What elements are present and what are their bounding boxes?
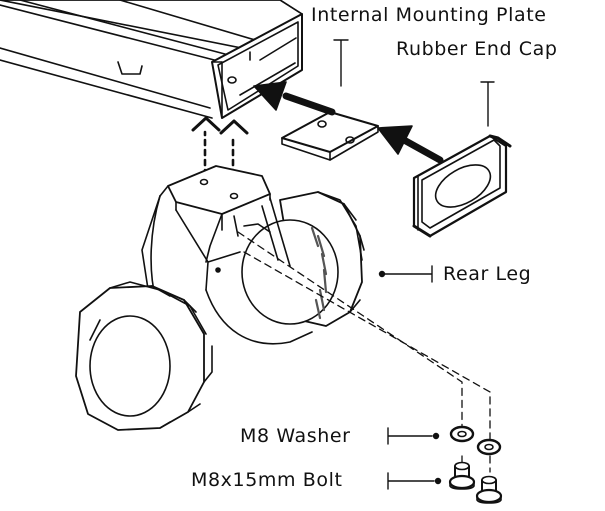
internal-mounting-plate: [281, 111, 379, 161]
alignment-arrows: [191, 116, 249, 177]
label-m8x15mm-bolt: M8x15mm Bolt: [191, 469, 343, 491]
rail-tube: [0, 0, 303, 119]
m8-washers: [449, 425, 502, 456]
rear-leg-bracket: [167, 165, 291, 267]
rear-leg: [75, 165, 365, 431]
label-rubber-end-cap: Rubber End Cap: [396, 38, 558, 60]
label-internal-mounting-plate: Internal Mounting Plate: [311, 4, 547, 26]
m8x15mm-bolts: [448, 461, 503, 504]
leader-lines: [333, 39, 495, 490]
rear-leg-left-cylinder: [75, 281, 213, 431]
rubber-end-cap: [412, 134, 512, 238]
label-m8-washer: M8 Washer: [240, 425, 351, 447]
label-rear-leg: Rear Leg: [443, 263, 532, 285]
rear-leg-right-cylinder: [241, 191, 365, 327]
insert-arrow-plate: [253, 81, 336, 116]
insert-arrow-cap: [377, 125, 444, 164]
